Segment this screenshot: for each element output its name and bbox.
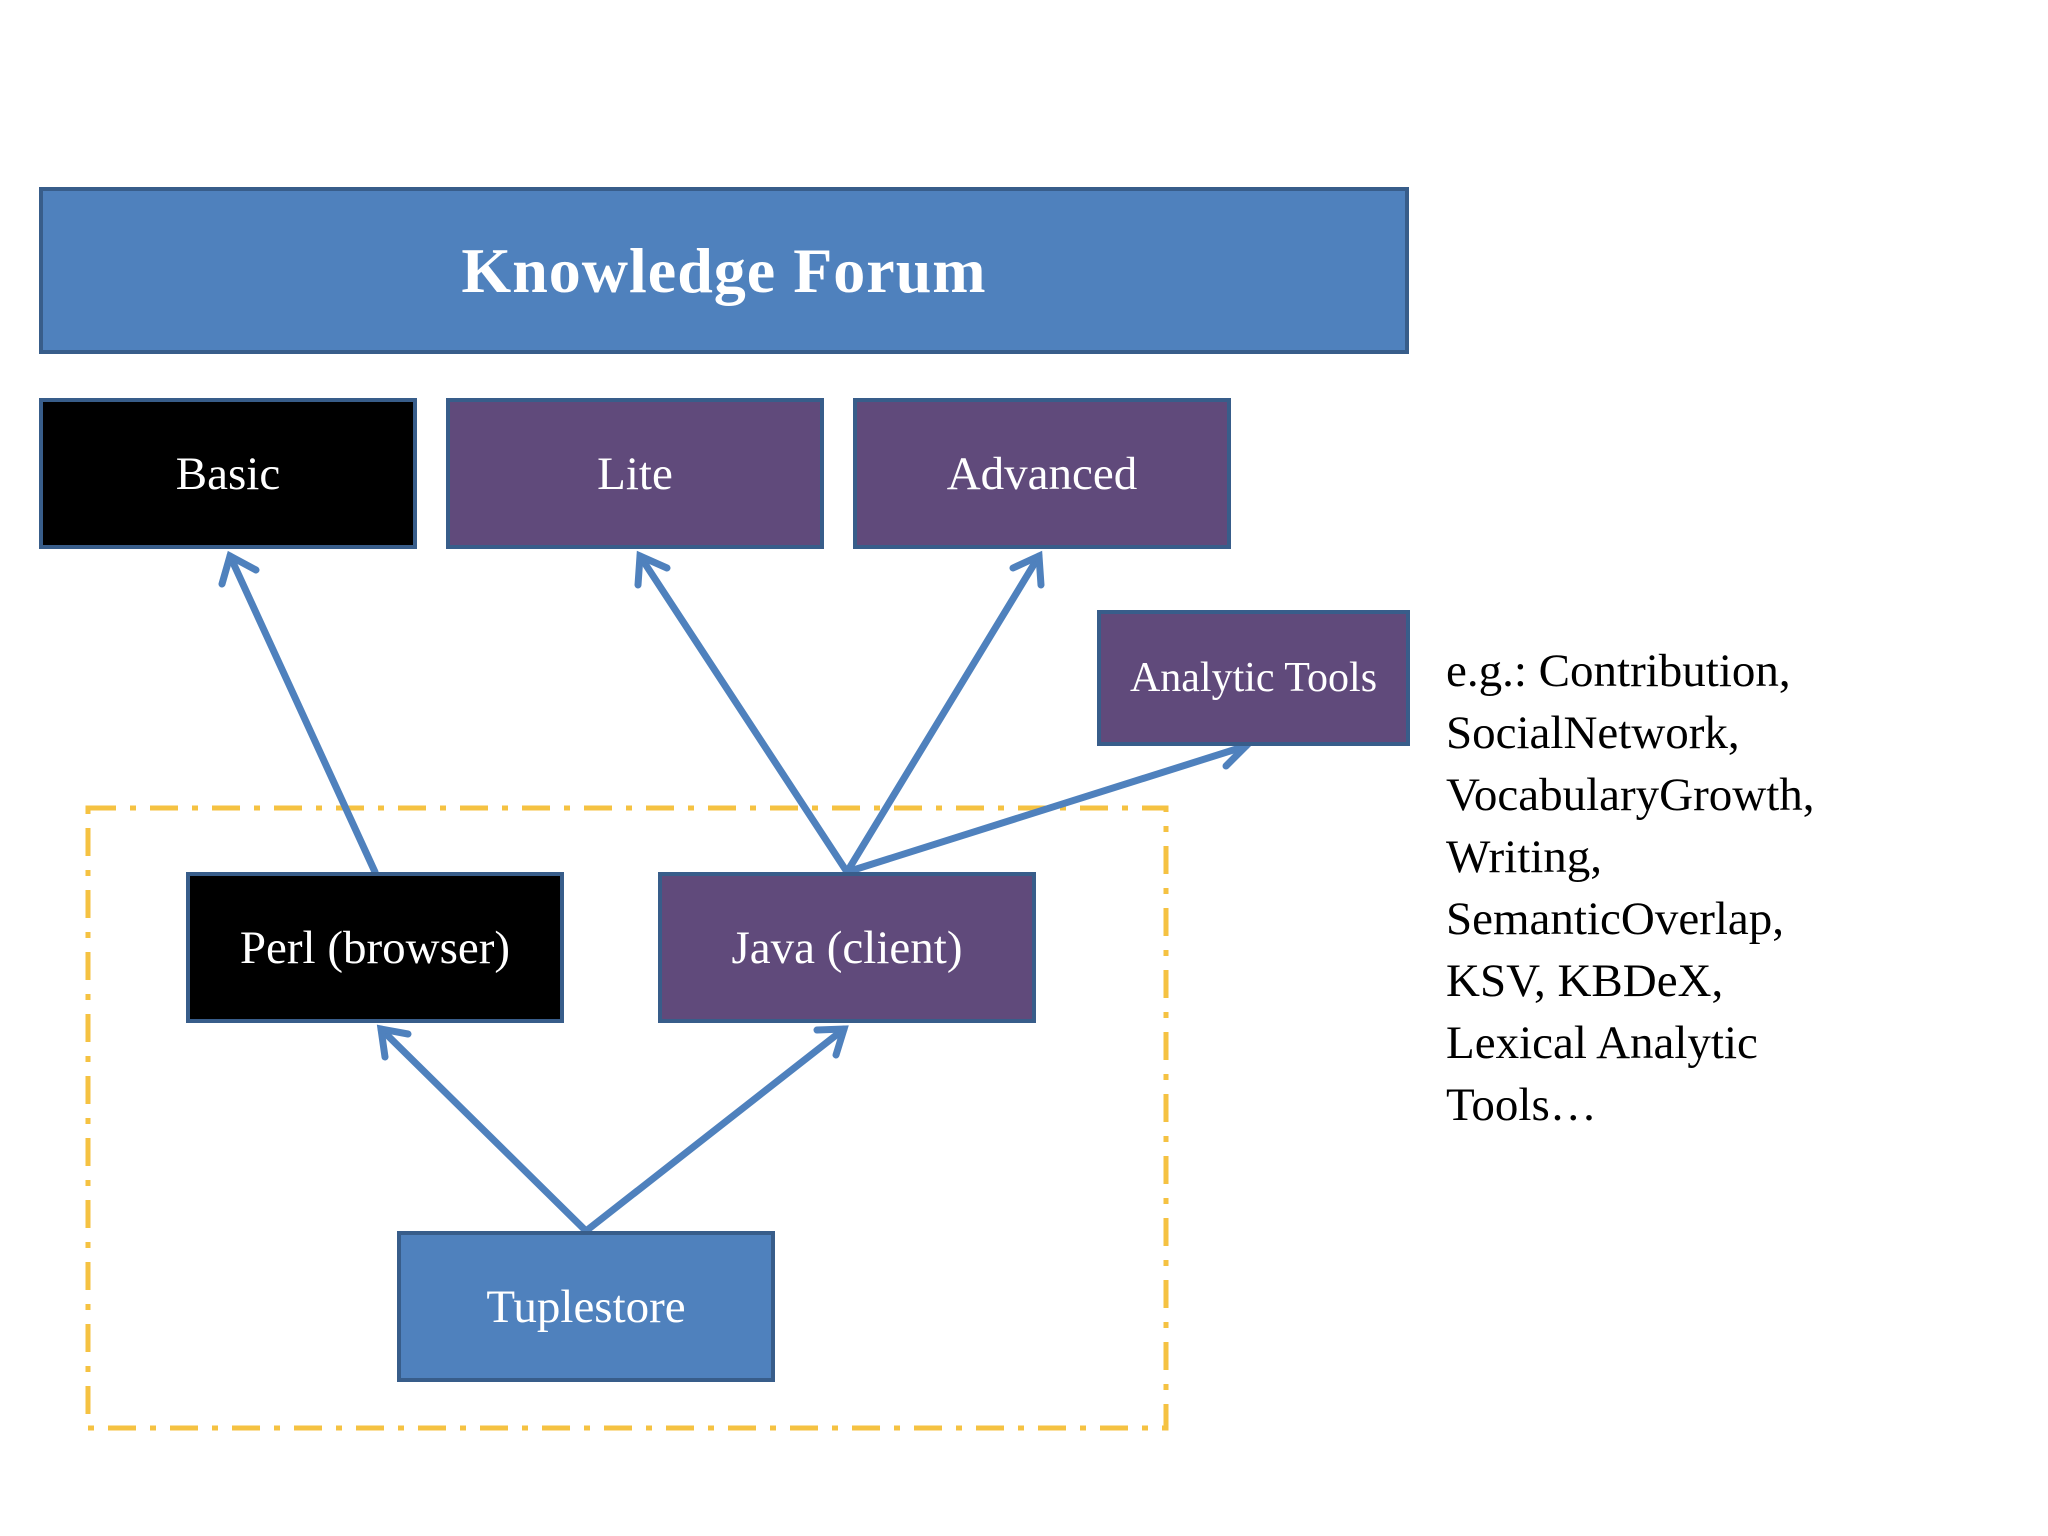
advanced-interface-box: Advanced [853,398,1231,549]
arrowhead-java [813,1025,849,1059]
arrowhead-lite [634,550,671,589]
analytic-tools-examples: e.g.: Contribution, SocialNetwork, Vocab… [1446,645,1815,1131]
tuplestore-box: Tuplestore [397,1231,775,1382]
edge-perl-basic [226,552,379,876]
lite-interface-box: Lite [446,398,824,549]
edge-java-lite [636,552,851,876]
edge-tuple-perl [377,1025,590,1235]
edge-java-analytic [843,742,1250,876]
arrowhead-perl [376,1024,412,1061]
java-client-box: Java (client) [658,872,1036,1023]
server-boundary [85,805,1169,1431]
analytic-tools-box: Analytic Tools [1097,610,1410,746]
edge-tuple-java [582,1025,848,1235]
edge-java-advanced [843,552,1043,876]
arrowhead-basic [218,550,260,588]
basic-interface-box: Basic [39,398,417,549]
perl-browser-box: Perl (browser) [186,872,564,1023]
knowledge-forum-header: Knowledge Forum [39,187,1409,354]
arrowhead-advanced [1009,550,1045,589]
